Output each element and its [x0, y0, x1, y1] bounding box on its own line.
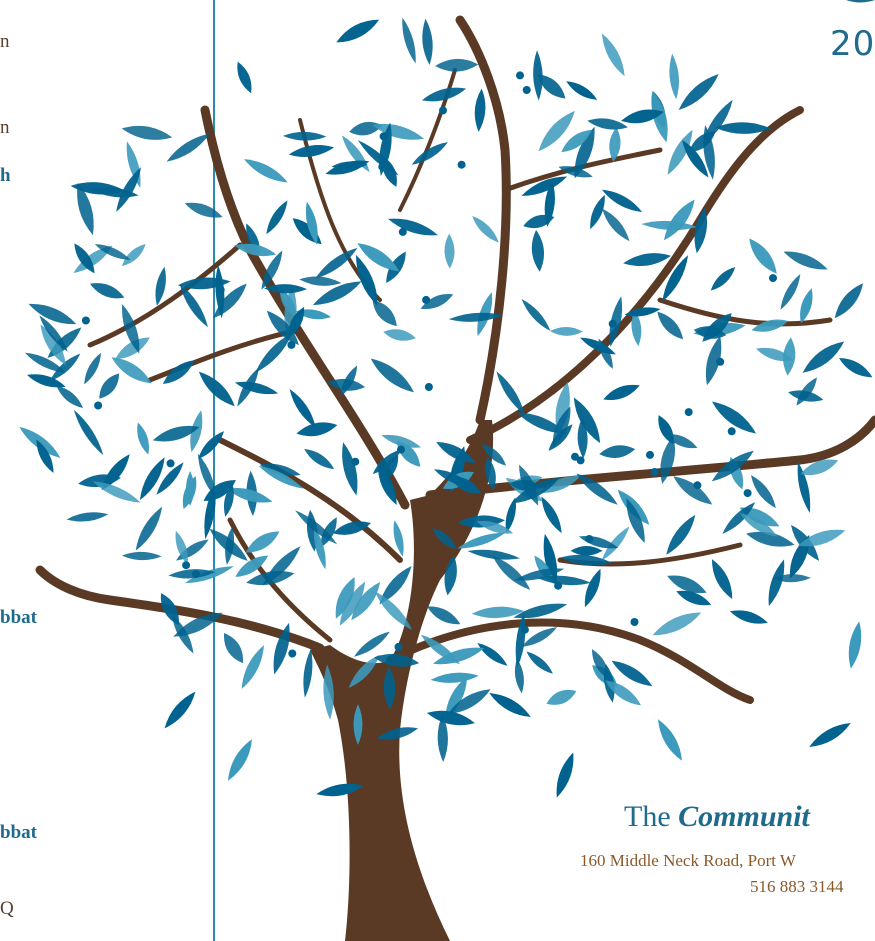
- community-title: The Communit: [624, 800, 810, 834]
- left-fragment-2: n: [0, 117, 10, 138]
- year-text: 20: [830, 24, 875, 64]
- left-fragment-1: n: [0, 31, 10, 52]
- left-text-column: n n h bbat bbat Q: [0, 0, 214, 941]
- left-fragment-6: Q: [0, 898, 14, 919]
- left-fragment-5: bbat: [0, 822, 37, 843]
- title-arc-fragment: [846, 0, 875, 3]
- left-fragment-3: h: [0, 165, 11, 186]
- phone-text: 516 883 3144: [750, 877, 844, 896]
- column-divider: [213, 0, 215, 941]
- community-prefix: The: [624, 800, 671, 833]
- left-fragment-4: bbat: [0, 607, 37, 628]
- address-text: 160 Middle Neck Road, Port W: [580, 851, 796, 870]
- community-name: Communit: [678, 800, 810, 833]
